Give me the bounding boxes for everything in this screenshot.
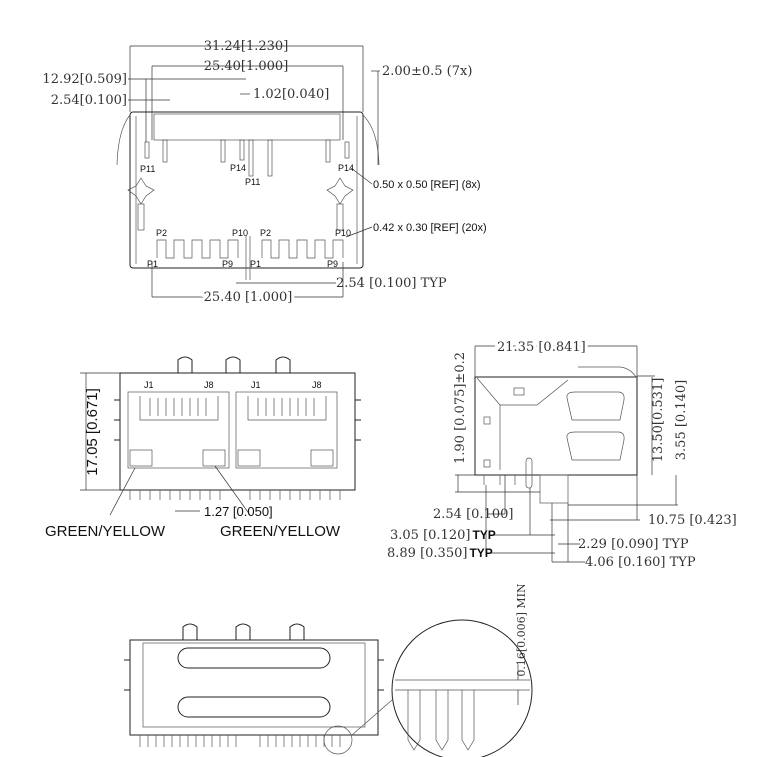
led-left-a [129, 449, 153, 467]
top-shield-panel [153, 113, 341, 141]
dim-side-standoff: 1.90 [0.075]±0.2 [453, 352, 468, 464]
front-port-left [127, 391, 230, 469]
rear-inner-panel [142, 642, 366, 728]
top-right-tab [362, 114, 380, 166]
port-label: J1 [251, 380, 261, 390]
pin-label: P2 [260, 228, 271, 238]
rear-slot-upper [177, 647, 331, 669]
pin-label: P10 [335, 228, 351, 238]
pin-label: P10 [232, 228, 248, 238]
port-label: J8 [312, 380, 322, 390]
left-mounting-post [127, 177, 155, 205]
dim-side-c-suffix: TYP [469, 546, 492, 560]
dim-side-d: 2.29 [0.090] TYP [578, 537, 689, 552]
pin-label: P1 [250, 259, 261, 269]
dim-side-e: 4.06 [0.160] TYP [585, 555, 696, 570]
front-port-contacts [139, 396, 327, 421]
dim-side-b-suffix: TYP [472, 528, 495, 542]
dim-side-b-value: 3.05 [0.120] [390, 528, 470, 543]
top-body-outline [129, 111, 364, 269]
front-port-right [235, 391, 338, 469]
side-latch-upper [566, 391, 625, 421]
note-square-pins: 0.50 x 0.50 [REF] (8x) [373, 179, 481, 191]
dim-overall-width: 31.24[1.230] [204, 39, 289, 54]
dim-tab-length: 2.00±0.5 (7x) [382, 64, 472, 79]
right-mounting-post [326, 177, 354, 205]
dim-side-c: 8.89 [0.350]TYP [387, 546, 493, 561]
led-label-left: GREEN/YELLOW [45, 523, 166, 540]
dim-side-length: 10.75 [0.423] [648, 513, 737, 528]
dim-pitch-width: 25.40[1.000] [204, 59, 289, 74]
dim-side-b: 3.05 [0.120]TYP [390, 528, 496, 543]
right-port-pins [261, 239, 344, 259]
rear-view: 0.16[0.006] MIN [124, 583, 533, 757]
pin-label: P14 [230, 163, 246, 173]
detail-magnified-circle [391, 619, 533, 757]
led-left-b [202, 449, 226, 467]
detail-callout-circle [323, 725, 353, 755]
left-port-pins [156, 239, 239, 259]
dim-led-height: 3.55 [0.140] [674, 380, 689, 460]
front-body-outline [119, 372, 356, 491]
rear-body-outline [129, 639, 379, 736]
pin-label: P9 [222, 259, 233, 269]
dim-front-pitch: 1.27 [0.050] [204, 504, 273, 519]
side-latch-lower [566, 431, 625, 461]
led-right-b [310, 449, 334, 467]
pin-label: P2 [156, 228, 167, 238]
dim-clearance: 0.16[0.006] MIN [515, 583, 528, 677]
front-pins [129, 490, 341, 500]
side-view: 21.35 [0.841] 1.90 [0.075]±0.2 13.50[0.5… [387, 337, 737, 570]
dim-offset: 12.92[0.509] [42, 72, 127, 87]
led-label-right: GREEN/YELLOW [220, 523, 341, 540]
detail-pins [407, 690, 475, 751]
pin-label: P9 [327, 259, 338, 269]
detail-body-edge [395, 679, 530, 691]
dim-pin-gap: 1.02[0.040] [253, 87, 329, 102]
note-rect-pins: 0.42 x 0.30 [REF] (20x) [373, 222, 487, 234]
top-view: 31.24[1.230] 25.40[1.000] 12.92[0.509] 2… [42, 39, 487, 308]
dim-pin-pitch: 2.54 [0.100] TYP [336, 276, 447, 291]
port-label: J8 [204, 380, 214, 390]
top-pins [144, 139, 350, 177]
rear-top-bumps [182, 623, 305, 640]
side-ground-tab [578, 366, 637, 378]
pin-label: P14 [338, 163, 354, 173]
dim-side-height: 13.50[0.531] [651, 378, 666, 463]
side-internal-lines [476, 377, 569, 470]
rear-pins [139, 735, 341, 747]
dim-side-depth: 21.35 [0.841] [497, 340, 586, 355]
dim-small-offset: 2.54[0.100] [51, 93, 127, 108]
rear-slot-lower [177, 696, 331, 718]
dim-bottom-width: 25.40 [1.000] [204, 290, 293, 305]
led-right-a [237, 449, 261, 467]
pin-label: P11 [245, 177, 260, 187]
front-view: 17.05 [0.671] J1 J8 J1 J8 GREEN/YELLOW G… [45, 356, 361, 540]
port-label: J1 [144, 380, 154, 390]
side-post [539, 474, 569, 504]
dim-front-height: 17.05 [0.671] [84, 388, 101, 476]
front-top-bumps [177, 356, 291, 373]
top-left-tab [116, 114, 131, 166]
pin-label: P1 [147, 259, 158, 269]
dim-side-c-value: 8.89 [0.350] [387, 546, 467, 561]
dim-side-a: 2.54 [0.100] [433, 507, 513, 522]
pin-label: P11 [140, 164, 155, 174]
